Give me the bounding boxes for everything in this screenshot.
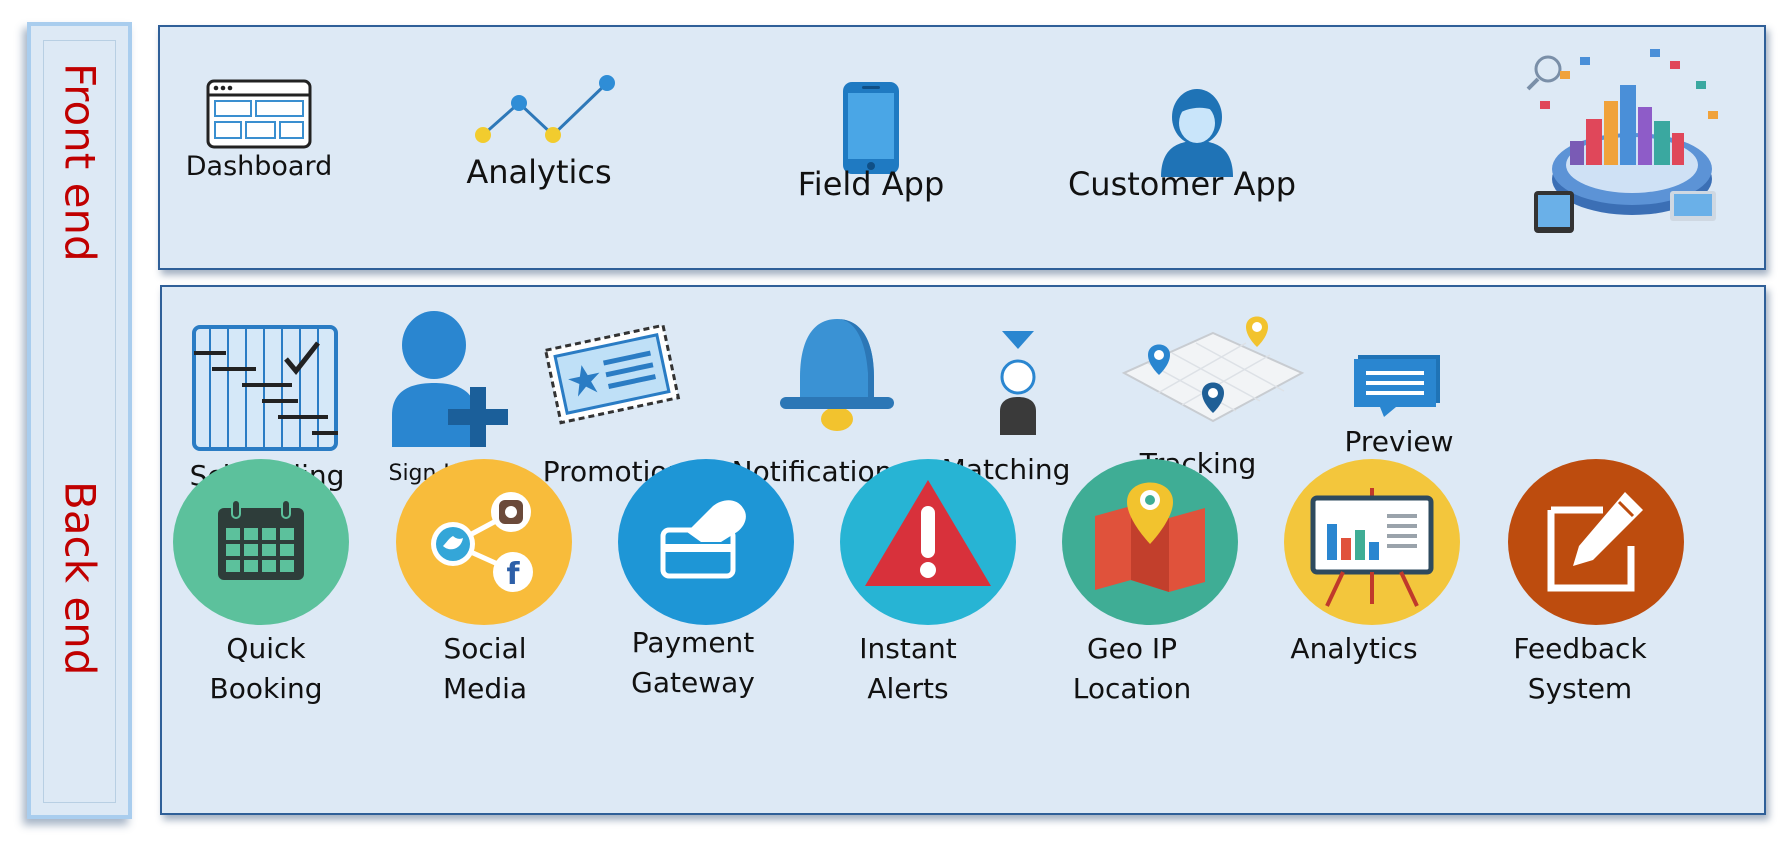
back-end-label: Back end	[55, 481, 105, 676]
back-item-label-line2: Alerts	[867, 672, 949, 705]
side-bar: Front end Back end	[27, 22, 132, 819]
back-item-instant-alerts: Instant Alerts	[824, 459, 1024, 727]
back-item-promotion: Promotion	[532, 287, 732, 488]
warning-icon	[840, 459, 1016, 625]
back-item-sign-up: Sign Up	[388, 287, 542, 486]
back-item-tracking: Tracking	[1102, 287, 1322, 480]
chat-bubble-icon	[1354, 355, 1440, 417]
back-item-geo-ip-location: Geo IP Location	[1046, 459, 1246, 727]
back-item-preview: Preview	[1322, 287, 1502, 477]
add-user-icon	[392, 311, 508, 447]
back-item-label-line2: System	[1527, 672, 1633, 705]
back-item-analytics: Analytics	[1270, 459, 1470, 727]
edit-document-icon	[1508, 459, 1684, 625]
back-item-label-line1: Geo IP	[1086, 632, 1178, 665]
front-item-customer-app: Customer App	[1060, 27, 1320, 272]
front-item-label: Dashboard	[185, 151, 333, 182]
dashboard-window-icon	[206, 79, 312, 149]
back-item-quick-booking: Quick Booking	[162, 459, 362, 727]
back-item-label-line2: Location	[1072, 672, 1192, 705]
smartphone-icon	[843, 82, 899, 174]
back-item-social-media: f Social Media	[382, 459, 582, 727]
back-item-label-line1: Instant	[859, 632, 957, 665]
back-item-notification: Notification	[732, 287, 942, 488]
gantt-schedule-icon	[192, 325, 338, 451]
back-item-scheduling: Scheduling	[162, 287, 352, 492]
presentation-chart-icon	[1284, 459, 1460, 625]
back-item-label-line1: Feedback	[1513, 632, 1647, 665]
front-item-analytics: Analytics	[455, 27, 615, 272]
back-item-label-line1: Payment	[631, 626, 755, 659]
back-item-label-line2: Analytics	[1290, 632, 1418, 665]
front-item-label: Customer App	[1067, 165, 1297, 203]
map-pins-icon	[1121, 316, 1305, 423]
back-item-label-line2: Gateway	[631, 666, 755, 699]
smart-city-illustration	[1526, 49, 1718, 233]
calendar-icon	[173, 459, 349, 625]
svg-text:f: f	[506, 557, 520, 592]
front-end-label: Front end	[55, 63, 105, 262]
back-item-matching: Matching	[932, 287, 1102, 486]
back-item-label: Preview	[1344, 425, 1454, 458]
back-item-label-line2: Media	[442, 672, 528, 705]
promo-ticket-icon	[543, 323, 681, 425]
back-item-payment-gateway: Payment Gateway	[602, 459, 802, 727]
matching-icon	[1000, 331, 1036, 435]
front-item-label: Analytics	[466, 153, 612, 191]
user-icon	[1161, 89, 1233, 177]
back-item-label-line1: Quick	[226, 632, 306, 665]
back-item-label-line2: Booking	[209, 672, 323, 705]
card-payment-icon	[618, 459, 794, 625]
front-end-panel: Dashboard Analytics Field App Customer A…	[158, 25, 1766, 270]
bell-icon	[780, 319, 894, 431]
map-location-icon	[1062, 459, 1238, 625]
front-item-field-app: Field App	[790, 27, 950, 272]
side-bar-inner: Front end Back end	[43, 40, 116, 803]
back-item-label-line1: Social	[443, 632, 527, 665]
social-share-icon: f	[396, 459, 572, 625]
front-item-label: Field App	[797, 165, 945, 203]
front-item-dashboard: Dashboard	[160, 27, 360, 272]
back-end-panel: Scheduling Sign Up Promotion	[160, 285, 1766, 815]
line-chart-icon	[475, 75, 615, 143]
back-item-feedback-system: Feedback System	[1492, 459, 1692, 727]
